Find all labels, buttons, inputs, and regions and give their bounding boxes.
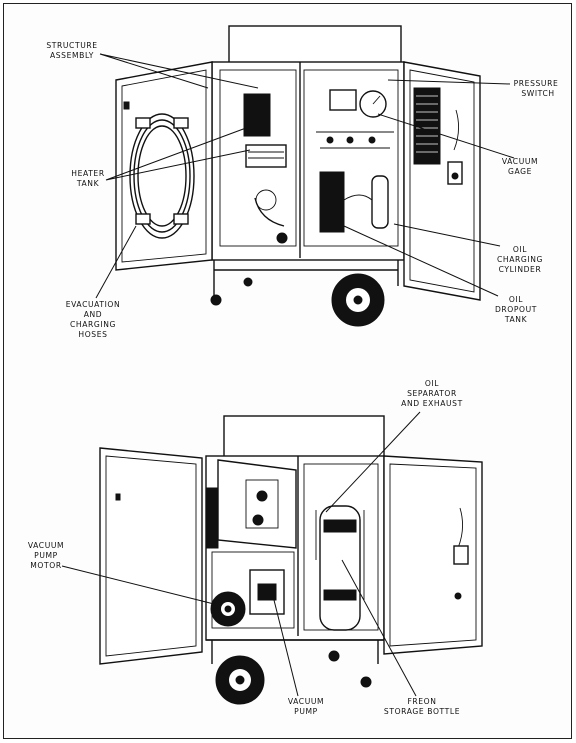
label-sep-1: OIL <box>425 379 439 388</box>
label-sep-2: SEPARATOR <box>407 389 457 398</box>
label-gage-1: VACUUM <box>502 157 538 166</box>
label-freon-2: STORAGE BOTTLE <box>384 707 460 716</box>
inner-door <box>217 459 297 549</box>
label-cyl-2: CHARGING <box>497 255 543 264</box>
label-motor-2: PUMP <box>34 551 58 560</box>
label-motor-3: MOTOR <box>30 561 62 570</box>
tank-panel <box>245 144 287 168</box>
top-housing-bottom <box>223 415 385 461</box>
label-evac-1: EVACUATION <box>66 300 121 309</box>
label-dropout-3: TANK <box>504 315 528 324</box>
bottom-cart-illustration <box>99 415 483 705</box>
top-labels: STRUCTURE ASSEMBLY HEATER TANK EVACUATIO… <box>46 41 559 339</box>
oil-charging-cylinder-shape <box>371 175 389 229</box>
bottom-labels: OIL SEPARATOR AND EXHAUST VACUUM PUMP MO… <box>28 379 463 716</box>
label-pump-2: PUMP <box>294 707 318 716</box>
top-cart-illustration <box>115 25 481 327</box>
top-housing <box>228 25 402 65</box>
label-dropout-1: OIL <box>509 295 523 304</box>
label-cyl-3: CYLINDER <box>499 265 542 274</box>
label-evac-3: CHARGING <box>70 320 116 329</box>
label-motor-1: VACUUM <box>28 541 64 550</box>
label-structure-1: STRUCTURE <box>46 41 97 50</box>
left-door-bottom <box>99 447 203 665</box>
oil-dropout-tank-shape <box>319 171 345 233</box>
label-evac-4: HOSES <box>78 330 107 339</box>
label-pressure-1: PRESSURE <box>514 79 559 88</box>
right-door-bottom <box>383 455 483 655</box>
label-pump-1: VACUUM <box>288 697 324 706</box>
label-dropout-2: DROPOUT <box>495 305 537 314</box>
label-cyl-1: OIL <box>513 245 527 254</box>
label-heater-2: TANK <box>76 179 100 188</box>
door-panel <box>413 87 441 165</box>
gage-small <box>329 89 357 111</box>
label-structure-2: ASSEMBLY <box>50 51 94 60</box>
label-pressure-2: SWITCH <box>521 89 554 98</box>
label-gage-2: GAGE <box>508 167 532 176</box>
label-sep-3: AND EXHAUST <box>401 399 463 408</box>
heater-tank-shape <box>243 93 271 137</box>
label-heater-1: HEATER <box>71 169 105 178</box>
label-evac-2: AND <box>84 310 103 319</box>
vacuum-pump-shape <box>249 569 285 615</box>
label-freon-1: FREON <box>407 697 436 706</box>
